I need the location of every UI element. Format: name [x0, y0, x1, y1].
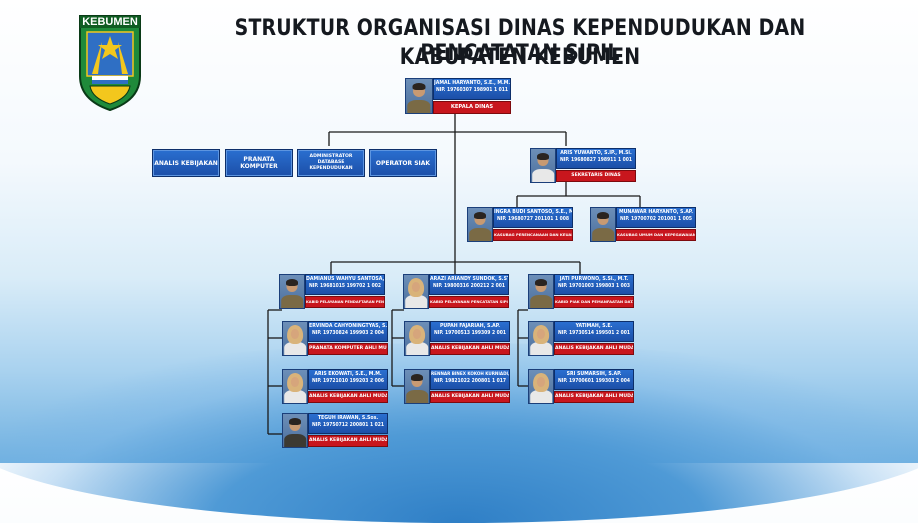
- person-nip: NIP. 19701003 199803 1 003: [557, 283, 631, 289]
- person-name: ARIS EKOWATI, S.E., M.M.: [314, 371, 382, 377]
- avatar: [282, 321, 308, 356]
- avatar: [404, 369, 430, 404]
- avatar: [467, 207, 493, 242]
- person-name: DAMIANUS WAHYU SANTOSA, S.Sos.: [306, 276, 385, 282]
- avatar: [282, 413, 308, 448]
- name-plate: ARAZI ARIANDY SUNDOK, S.STP., MPA. NIP. …: [429, 274, 509, 295]
- org-card-staff: RENNAR BINEX KOKOH KURNIADI, S.Pd. NIP. …: [404, 369, 510, 404]
- kebumen-logo: KEBUMEN: [79, 15, 141, 112]
- name-plate: INGRA BUDI SANTOSO, S.E., M.M. NIP. 1968…: [493, 207, 573, 228]
- name-plate: ERVINDA CAHYONINGTYAS, S.Kom. NIP. 19730…: [308, 321, 388, 342]
- avatar: [279, 274, 305, 309]
- role-label: KABID PELAYANAN PENCATATAN SIPIL: [429, 296, 509, 308]
- avatar: [590, 207, 616, 242]
- avatar: [530, 148, 556, 183]
- role-label: ANALIS KEBIJAKAN AHLI MUDA: [430, 391, 510, 403]
- person-name: ARIS YUWANTO, S.IP., M.Si.: [560, 150, 632, 156]
- org-card-staff: PUPAH FAJARIAH, S.AP. NIP. 19700513 1993…: [404, 321, 510, 356]
- functional-box-administrator-database: ADMINISTRATOR DATABASE KEPENDUDUKAN: [297, 149, 365, 177]
- org-connector-lines: [267, 114, 641, 435]
- person-name: TEGUH IRAWAN, S.Sos.: [317, 415, 379, 421]
- avatar: [528, 369, 554, 404]
- person-nip: NIP. 19721010 199203 2 006: [311, 378, 385, 384]
- org-card-staff: TEGUH IRAWAN, S.Sos. NIP. 19750712 20080…: [282, 413, 388, 448]
- avatar: [403, 274, 429, 309]
- name-plate: SRI SUMARSIH, S.AP. NIP. 19700601 199303…: [554, 369, 634, 390]
- person-nip: NIP. 19700513 199309 2 001: [433, 330, 507, 336]
- role-label: ANALIS KEBIJAKAN AHLI MUDA: [308, 435, 388, 447]
- org-card-staff: ARIS EKOWATI, S.E., M.M. NIP. 19721010 1…: [282, 369, 388, 404]
- avatar: [528, 274, 554, 309]
- org-card-kabid-pencatatan-sipil: ARAZI ARIANDY SUNDOK, S.STP., MPA. NIP. …: [403, 274, 509, 309]
- person-nip: NIP. 19700702 201001 1 005: [619, 216, 693, 222]
- org-card-kasubag-umum: MUNAWAR HARYANTO, S.AP. NIP. 19700702 20…: [590, 207, 696, 242]
- person-nip: NIP. 19760307 198901 1 011: [435, 87, 509, 93]
- org-card-kabid-pelayanan-pendaftaran: DAMIANUS WAHYU SANTOSA, S.Sos. NIP. 1968…: [279, 274, 385, 309]
- role-label: ANALIS KEBIJAKAN AHLI MUDA: [308, 391, 388, 403]
- org-card-staff: SRI SUMARSIH, S.AP. NIP. 19700601 199303…: [528, 369, 634, 404]
- person-name: MUNAWAR HARYANTO, S.AP.: [618, 209, 694, 215]
- name-plate: JAMAL HARYANTO, S.E., M.M. NIP. 19760307…: [433, 78, 511, 100]
- functional-box-analis-kebijakan: ANALIS KEBIJAKAN: [152, 149, 220, 177]
- name-plate: JATI PURWONO, S.Si., M.T. NIP. 19701003 …: [554, 274, 634, 295]
- person-name: ARAZI ARIANDY SUNDOK, S.STP., MPA.: [430, 276, 508, 282]
- name-plate: ARIS YUWANTO, S.IP., M.Si. NIP. 19680827…: [556, 148, 636, 169]
- person-nip: NIP. 19821022 200801 1 017: [433, 378, 507, 384]
- person-name: INGRA BUDI SANTOSO, S.E., M.M.: [494, 209, 572, 215]
- person-nip: NIP. 19730824 199903 2 004: [311, 330, 385, 336]
- person-nip: NIP. 19680727 201101 1 008: [496, 216, 570, 222]
- org-card-staff: ERVINDA CAHYONINGTYAS, S.Kom. NIP. 19730…: [282, 321, 388, 356]
- avatar: [282, 369, 308, 404]
- org-card-sekretaris: ARIS YUWANTO, S.IP., M.Si. NIP. 19680827…: [530, 148, 636, 183]
- avatar: [404, 321, 430, 356]
- avatar: [405, 78, 433, 114]
- person-name: PUPAH FAJARIAH, S.AP.: [439, 323, 501, 329]
- person-name: RENNAR BINEX KOKOH KURNIADI, S.Pd.: [431, 372, 510, 377]
- person-name: JATI PURWONO, S.Si., M.T.: [559, 276, 629, 282]
- role-label: ANALIS KEBIJAKAN AHLI MUDA: [554, 343, 634, 355]
- org-card-kepala-dinas: JAMAL HARYANTO, S.E., M.M. NIP. 19760307…: [405, 78, 511, 114]
- org-card-staff: YATIMAH, S.E. NIP. 19730514 199501 2 001…: [528, 321, 634, 356]
- name-plate: DAMIANUS WAHYU SANTOSA, S.Sos. NIP. 1968…: [305, 274, 385, 295]
- name-plate: MUNAWAR HARYANTO, S.AP. NIP. 19700702 20…: [616, 207, 696, 228]
- person-nip: NIP. 19700601 199303 2 004: [557, 378, 631, 384]
- functional-box-operator-siak: OPERATOR SIAK: [369, 149, 437, 177]
- role-label: ANALIS KEBIJAKAN AHLI MUDA: [554, 391, 634, 403]
- page-subtitle: KABUPATEN KEBUMEN: [399, 45, 641, 70]
- name-plate: YATIMAH, S.E. NIP. 19730514 199501 2 001: [554, 321, 634, 342]
- person-name: SRI SUMARSIH, S.AP.: [566, 371, 622, 377]
- person-name: JAMAL HARYANTO, S.E., M.M.: [434, 80, 511, 86]
- person-nip: NIP. 19681015 199702 1 002: [308, 283, 382, 289]
- role-label: KABID PIAK DAN PEMANFAATAN DATA: [554, 296, 634, 308]
- name-plate: TEGUH IRAWAN, S.Sos. NIP. 19750712 20080…: [308, 413, 388, 434]
- person-name: YATIMAH, S.E.: [575, 323, 613, 329]
- person-nip: NIP. 19730514 199501 2 001: [557, 330, 631, 336]
- org-card-kasubag-perencanaan: INGRA BUDI SANTOSO, S.E., M.M. NIP. 1968…: [467, 207, 573, 242]
- name-plate: RENNAR BINEX KOKOH KURNIADI, S.Pd. NIP. …: [430, 369, 510, 390]
- role-label: SEKRETARIS DINAS: [556, 170, 636, 182]
- person-nip: NIP. 19680827 198911 1 001: [559, 157, 633, 163]
- role-label: KASUBAG PERENCANAAN DAN KEUANGAN: [493, 229, 573, 241]
- role-label: KABID PELAYANAN PENDAFTARAN PENDUDUK: [305, 296, 385, 308]
- avatar: [528, 321, 554, 356]
- role-label: PRANATA KOMPUTER AHLI MUDA: [308, 343, 388, 355]
- person-name: ERVINDA CAHYONINGTYAS, S.Kom.: [309, 323, 388, 329]
- name-plate: PUPAH FAJARIAH, S.AP. NIP. 19700513 1993…: [430, 321, 510, 342]
- functional-box-pranata-komputer: PRANATA KOMPUTER: [225, 149, 293, 177]
- role-label: KEPALA DINAS: [433, 101, 511, 114]
- page-title: STRUKTUR ORGANISASI DINAS KEPENDUDUKAN D…: [234, 16, 806, 66]
- org-card-kabid-piak: JATI PURWONO, S.Si., M.T. NIP. 19701003 …: [528, 274, 634, 309]
- role-label: ANALIS KEBIJAKAN AHLI MUDA: [430, 343, 510, 355]
- svg-text:KEBUMEN: KEBUMEN: [82, 16, 138, 28]
- name-plate: ARIS EKOWATI, S.E., M.M. NIP. 19721010 1…: [308, 369, 388, 390]
- person-nip: NIP. 19750712 200801 1 021: [311, 422, 385, 428]
- person-nip: NIP. 19800316 200212 2 001: [432, 283, 506, 289]
- role-label: KASUBAG UMUM DAN KEPEGAWAIAN: [616, 229, 696, 241]
